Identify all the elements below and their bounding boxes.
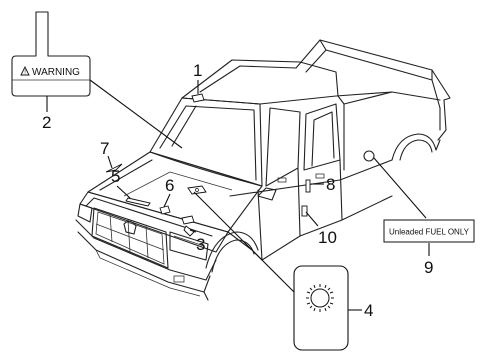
warning-label-part: ! WARNING: [11, 11, 91, 97]
callout-1: 1: [193, 61, 202, 80]
label-part-1: [191, 93, 205, 103]
callout-7: 7: [100, 139, 109, 158]
callout-10: 10: [318, 228, 337, 247]
sun-label-part: [293, 265, 349, 351]
fuel-label-part: Unleaded FUEL ONLY: [383, 219, 475, 243]
callout-9: 9: [424, 258, 433, 277]
warning-triangle-icon: !: [20, 65, 30, 76]
label-part-10: [301, 205, 308, 217]
callout-8: 8: [326, 175, 335, 194]
label-part-6: [159, 205, 171, 215]
label-part-8: [305, 179, 311, 193]
callout-numbers: 1 2 3 4 5 6 7 8 9 10: [42, 61, 433, 320]
callout-4: 4: [364, 301, 373, 320]
svg-text:!: !: [24, 70, 26, 76]
callout-3: 3: [196, 235, 205, 254]
label-part-7: [105, 163, 123, 173]
fuel-label-text: Unleaded FUEL ONLY: [389, 228, 470, 237]
callout-5: 5: [111, 167, 120, 186]
label-part-5: [125, 197, 151, 207]
callout-2: 2: [42, 113, 51, 132]
sun-icon: [306, 284, 334, 312]
warning-label-text: WARNING: [32, 67, 80, 78]
label-part-3: [181, 215, 195, 237]
callout-6: 6: [165, 176, 174, 195]
truck-body: [75, 39, 451, 301]
label-part-hood: [187, 185, 207, 195]
leader-lines: [46, 79, 430, 311]
